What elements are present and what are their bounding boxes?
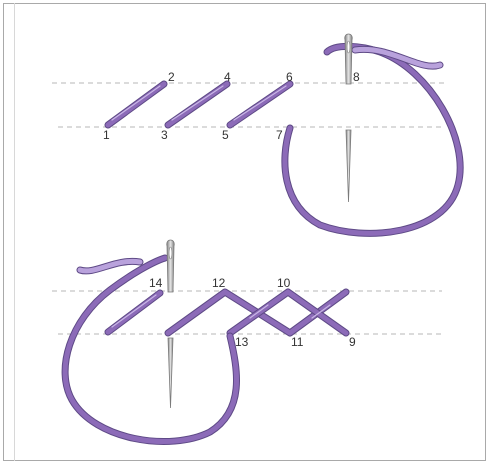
label-5: 5 (222, 128, 229, 142)
top-diagram: 1 2 3 4 5 6 7 8 (52, 34, 460, 233)
label-12: 12 (212, 276, 226, 290)
top-thread-loop (285, 46, 460, 233)
top-labels: 1 2 3 4 5 6 7 8 (103, 70, 360, 142)
label-6: 6 (286, 70, 293, 84)
label-11: 11 (291, 335, 304, 349)
label-13: 13 (235, 335, 249, 349)
label-10: 10 (277, 276, 291, 290)
label-8: 8 (353, 70, 360, 84)
bottom-needle (167, 240, 174, 408)
label-2: 2 (168, 70, 175, 84)
label-3: 3 (161, 128, 168, 142)
label-1: 1 (103, 128, 110, 142)
bottom-stitches (108, 292, 346, 333)
label-4: 4 (224, 70, 231, 84)
top-needle (345, 34, 352, 202)
label-14: 14 (149, 276, 163, 290)
top-stitches (108, 84, 290, 125)
zigzag-stitch-path-2 (230, 292, 346, 333)
label-9: 9 (349, 335, 356, 349)
label-7: 7 (276, 128, 283, 142)
bottom-diagram: 9 10 11 12 13 14 (52, 240, 442, 442)
